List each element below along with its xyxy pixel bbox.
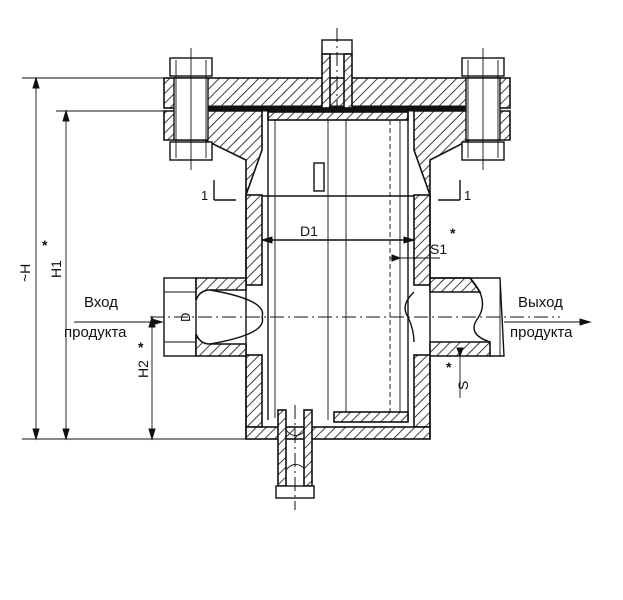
label-dim-d1: D1 <box>300 223 318 239</box>
right-bolt <box>461 48 505 170</box>
bottom-drain-nozzle <box>275 405 315 510</box>
dimension-lines <box>22 76 592 441</box>
top-vent-nozzle <box>321 28 353 120</box>
left-bolt <box>169 48 213 170</box>
label-dim-s: S <box>455 381 471 390</box>
label-inlet-line1: Вход <box>84 294 118 311</box>
label-dim-s-star: * <box>446 359 452 375</box>
label-outlet-line1: Выход <box>518 294 563 311</box>
filter-cartridge <box>262 111 414 423</box>
label-outlet-line2: продукта <box>510 324 573 341</box>
label-inlet-line2: продукта <box>64 324 127 341</box>
label-section-right: 1 <box>464 188 471 203</box>
label-dim-s1: S1 <box>430 241 447 257</box>
label-dim-h2-star: * <box>138 339 144 355</box>
label-dim-s1-star: * <box>450 225 456 241</box>
label-dim-h2: H2 <box>135 360 151 378</box>
label-dim-h1-star: * <box>42 237 48 253</box>
label-dim-d: D <box>178 313 193 322</box>
housing-shell <box>245 194 431 440</box>
label-dim-h: ~H <box>17 264 33 282</box>
label-section-left: 1 <box>201 188 208 203</box>
label-dim-h1: H1 <box>48 260 64 278</box>
